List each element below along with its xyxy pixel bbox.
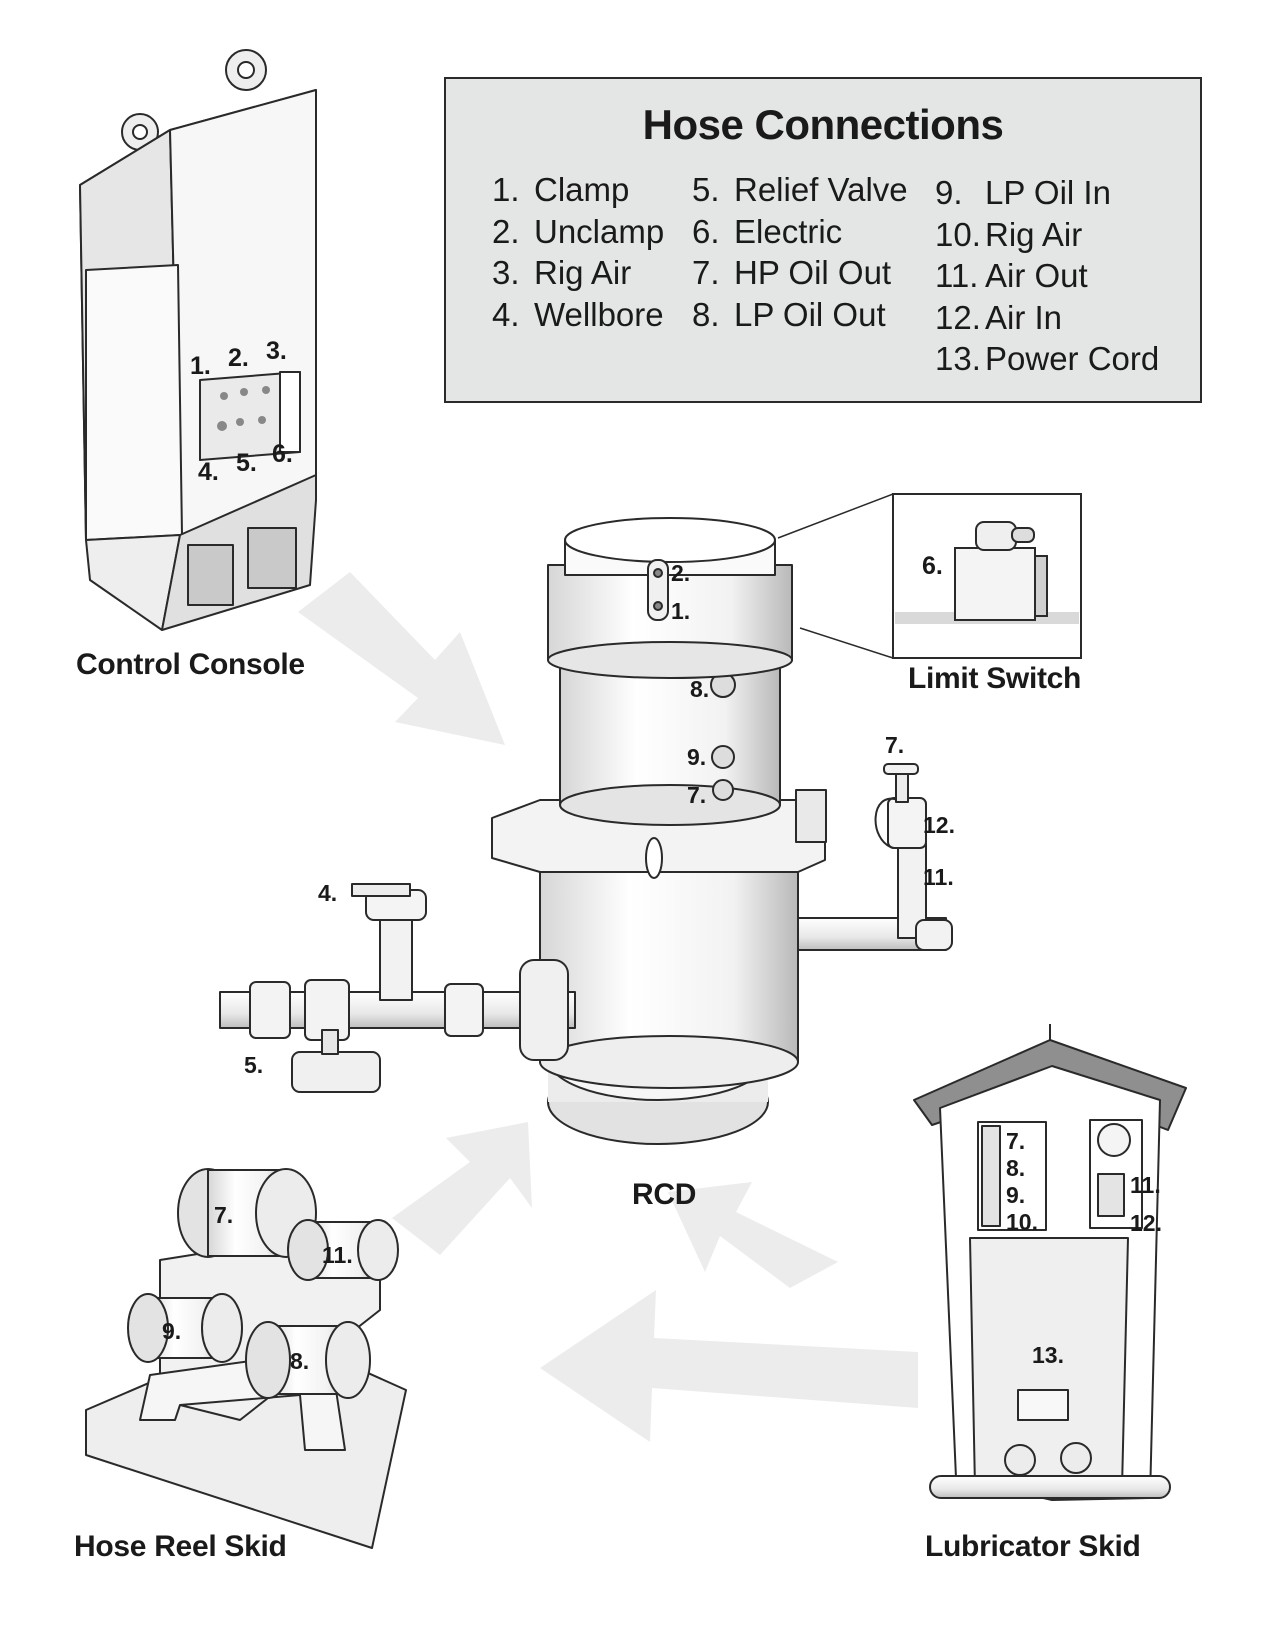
legend-title: Hose Connections bbox=[642, 101, 1004, 148]
control-console-drawing bbox=[79, 49, 317, 631]
hose-connections-legend: Hose Connections 1.Clamp 2.Unclamp 3.Rig… bbox=[444, 77, 1202, 403]
legend-item: 6.Electric bbox=[692, 212, 843, 250]
console-callout: 2. bbox=[228, 344, 249, 372]
rcd-callout: 7. bbox=[687, 782, 707, 808]
hose-reel-callout: 11. bbox=[322, 1242, 353, 1268]
console-callout: 4. bbox=[198, 458, 219, 486]
rcd-callout: 9. bbox=[687, 744, 707, 770]
rcd-callout: 4. bbox=[318, 880, 338, 906]
caption-hose-reel-skid: Hose Reel Skid bbox=[74, 1530, 287, 1563]
lubricator-callout: 11. bbox=[1130, 1172, 1161, 1198]
flow-arrows bbox=[298, 572, 918, 1442]
legend-item: 5.Relief Valve bbox=[692, 171, 908, 208]
lubricator-callout: 8. bbox=[1006, 1155, 1026, 1181]
caption-limit-switch: Limit Switch bbox=[908, 662, 1082, 695]
legend-item: 9.LP Oil In bbox=[935, 174, 1111, 211]
arrow-reel-to-rcd bbox=[392, 1122, 532, 1255]
rcd-drawing bbox=[219, 517, 953, 1145]
rcd-callout: 8. bbox=[690, 676, 710, 702]
lubricator-skid-drawing bbox=[913, 1024, 1187, 1501]
lubricator-callout: 7. bbox=[1006, 1128, 1026, 1154]
caption-control-console: Control Console bbox=[76, 648, 305, 681]
rcd-callout: 11. bbox=[923, 864, 954, 890]
caption-lubricator-skid: Lubricator Skid bbox=[925, 1530, 1141, 1563]
lubricator-callout: 12. bbox=[1130, 1210, 1162, 1236]
lubricator-callout: 10. bbox=[1006, 1209, 1038, 1235]
arrow-lubricator-to-reel bbox=[540, 1290, 918, 1442]
legend-column-2: 5.Relief Valve 6.Electric 7.HP Oil Out 8… bbox=[692, 169, 908, 335]
legend-item: 8.LP Oil Out bbox=[692, 295, 886, 333]
hose-reel-callout: 9. bbox=[162, 1318, 182, 1344]
rcd-callout: 7. bbox=[885, 732, 905, 758]
legend-item: 2.Unclamp bbox=[492, 212, 665, 250]
limit-switch-callout: 6. bbox=[922, 552, 943, 580]
legend-column-3: 9.LP Oil In 10.Rig Air 11.Air Out 12.Air… bbox=[935, 172, 1159, 380]
legend-item: 12.Air In bbox=[935, 298, 1063, 336]
caption-rcd: RCD bbox=[632, 1178, 697, 1211]
rcd-callout: 5. bbox=[244, 1052, 264, 1078]
legend-item: 1.Clamp bbox=[492, 171, 630, 208]
rcd-callout: 2. bbox=[671, 560, 691, 586]
hose-reel-skid-drawing bbox=[85, 1168, 407, 1549]
hose-reel-callout: 8. bbox=[290, 1348, 310, 1374]
legend-item: 7.HP Oil Out bbox=[692, 254, 892, 291]
legend-item: 11.Air Out bbox=[935, 257, 1088, 294]
rcd-callout: 12. bbox=[923, 812, 955, 838]
legend-item: 13.Power Cord bbox=[935, 340, 1160, 377]
legend-item: 3.Rig Air bbox=[492, 254, 632, 291]
arrow-console-to-rcd bbox=[298, 572, 505, 745]
lubricator-callout: 13. bbox=[1032, 1342, 1064, 1368]
console-callout: 6. bbox=[272, 440, 293, 468]
hose-reel-callout: 7. bbox=[214, 1202, 234, 1228]
lubricator-callout: 9. bbox=[1006, 1182, 1026, 1208]
legend-item: 10.Rig Air bbox=[935, 215, 1083, 253]
legend-column-1: 1.Clamp 2.Unclamp 3.Rig Air 4.Wellbore bbox=[492, 169, 664, 335]
legend-item: 4.Wellbore bbox=[492, 295, 664, 333]
console-callout: 1. bbox=[190, 352, 211, 380]
arrow-lubricator-to-rcd bbox=[668, 1182, 838, 1288]
limit-switch-inset bbox=[777, 493, 1082, 659]
console-callout: 5. bbox=[236, 449, 257, 477]
console-callout: 3. bbox=[266, 337, 287, 365]
rcd-callout: 1. bbox=[671, 598, 691, 624]
